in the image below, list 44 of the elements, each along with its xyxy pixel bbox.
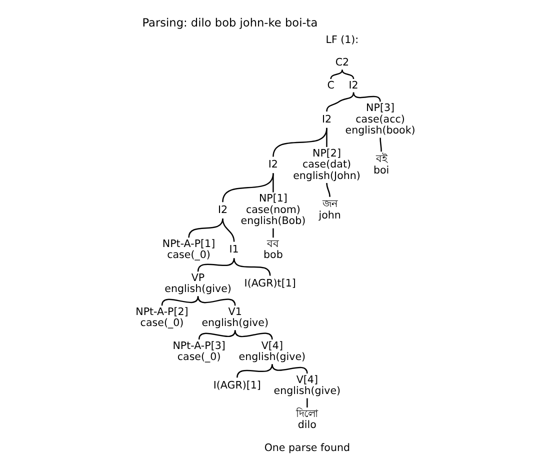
- connector: [341, 69, 354, 79]
- connector: [272, 228, 274, 238]
- node-text: C2: [334, 56, 349, 68]
- node-text: I2: [217, 203, 228, 216]
- diagram-title: Parsing: dilo bob john-ke boi-ta: [142, 14, 318, 29]
- node-text: I2: [321, 112, 332, 125]
- connector: [326, 127, 327, 146]
- label: One parse found: [264, 441, 350, 454]
- node-text: I(AGR)t[1]: [244, 277, 296, 290]
- node-text: I(AGR)[1]: [212, 378, 260, 391]
- node-text: C: [326, 78, 334, 91]
- connector: [188, 218, 223, 238]
- connector: [236, 364, 272, 378]
- label: LF (1):: [325, 33, 358, 46]
- node-text: দিলো dilo: [296, 407, 318, 431]
- node-text: NPt-A-P[1] case(_0): [162, 237, 215, 261]
- connector: [379, 137, 382, 152]
- node-text: I1: [228, 243, 238, 256]
- node-text: জন john: [318, 198, 340, 222]
- connector: [222, 172, 274, 202]
- connector: [272, 172, 274, 192]
- node-text: NPt-A-P[2] case(_0): [135, 305, 188, 329]
- node-text: NP[1] case(nom) english(Bob): [240, 192, 306, 227]
- connector: [272, 127, 327, 156]
- node-text: V[4] english(give): [238, 339, 306, 363]
- connector: [352, 92, 380, 102]
- node-text: NP[2] case(dat) english(John): [292, 146, 360, 182]
- connector: [326, 92, 354, 112]
- connector: [306, 398, 308, 408]
- node-text: NPt-A-P[3] case(_0): [172, 339, 225, 363]
- node-text: বই boi: [372, 152, 389, 176]
- connector: [330, 69, 342, 79]
- node-text: I2: [268, 158, 278, 170]
- connector: [222, 218, 234, 242]
- connector: [232, 258, 270, 276]
- node-text: V[4] english(give): [273, 373, 340, 397]
- connector: [196, 258, 234, 272]
- connector: [326, 182, 330, 196]
- node-text: VP english(give): [164, 271, 231, 295]
- node-text: I2: [348, 78, 358, 91]
- node-text: V1 english(give): [201, 305, 268, 329]
- node-text: NP[3] case(acc) english(book): [344, 101, 415, 136]
- connector: [271, 364, 308, 374]
- node-text: বব bob: [263, 237, 282, 261]
